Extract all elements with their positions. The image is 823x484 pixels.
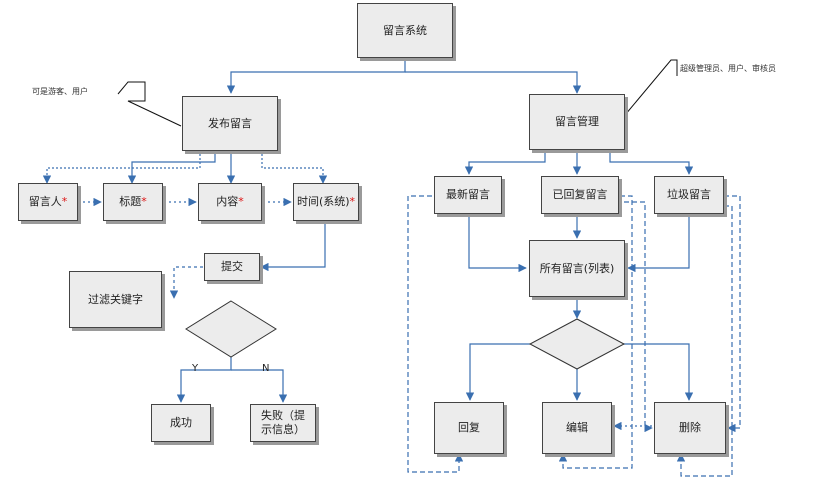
node-content: 内容*: [198, 183, 262, 221]
node-edit: 编辑: [542, 402, 612, 454]
edge-trash-delete: [724, 195, 741, 433]
node-filter: 过滤关键字: [69, 271, 162, 328]
edge-root-split: [226, 58, 406, 94]
edge-decision-reply: [465, 343, 530, 401]
node-all-list: 所有留言(列表): [529, 240, 625, 297]
label-yes: Y: [192, 363, 199, 374]
note-left: 可是游客、用户: [32, 87, 88, 96]
edge-root-manage: [405, 71, 582, 94]
edge-publish-time: [261, 150, 328, 184]
node-time: 时间(系统)*: [293, 183, 359, 221]
decision-diamond-manage: [528, 318, 626, 370]
node-manage: 留言管理: [529, 94, 625, 150]
node-content-label: 内容: [216, 195, 239, 208]
edge-replied-delete: [624, 201, 653, 433]
edge-latest-list: [468, 214, 527, 273]
edge-submit-filter: [169, 266, 203, 299]
node-time-label: 时间(系统): [296, 195, 350, 208]
decision-diamond-submit: [185, 300, 277, 358]
edge-manage-trash: [609, 150, 694, 175]
edge-decision-delete: [622, 343, 694, 401]
edge-publish-title: [127, 150, 216, 184]
node-reply: 回复: [434, 402, 504, 454]
edge-trash-loop: [676, 205, 733, 477]
node-fail: 失败（提示信息）: [250, 404, 316, 442]
edge-decision-yes: [176, 357, 232, 403]
node-trash: 垃圾留言: [654, 176, 724, 214]
node-title-label: 标题: [119, 195, 142, 208]
node-delete: 删除: [654, 402, 726, 454]
node-author: 留言人*: [18, 183, 78, 221]
node-submit: 提交: [204, 253, 260, 281]
edge-publish-author: [42, 150, 201, 184]
node-publish: 发布留言: [182, 96, 278, 151]
node-root: 留言系统: [357, 3, 453, 58]
note-left-connector: [117, 81, 182, 127]
label-no: N: [262, 363, 270, 374]
edge-replied-loop: [558, 195, 633, 469]
note-right-connector: [624, 59, 678, 116]
node-title: 标题*: [103, 183, 163, 221]
required-star: *: [61, 195, 68, 208]
required-star: *: [349, 195, 356, 208]
node-latest: 最新留言: [434, 176, 502, 214]
note-right: 超级管理员、用户、审核员: [680, 64, 776, 73]
edge-manage-latest: [464, 150, 546, 175]
edge-latest-loop: [407, 195, 464, 473]
node-replied: 已回复留言: [541, 176, 619, 214]
edge-time-submit: [260, 222, 326, 272]
node-author-label: 留言人: [28, 195, 62, 208]
edge-decision-no: [231, 369, 288, 403]
edge-trash-list: [627, 214, 690, 273]
required-star: *: [141, 195, 147, 208]
required-star: *: [238, 195, 244, 208]
node-success: 成功: [151, 404, 211, 442]
